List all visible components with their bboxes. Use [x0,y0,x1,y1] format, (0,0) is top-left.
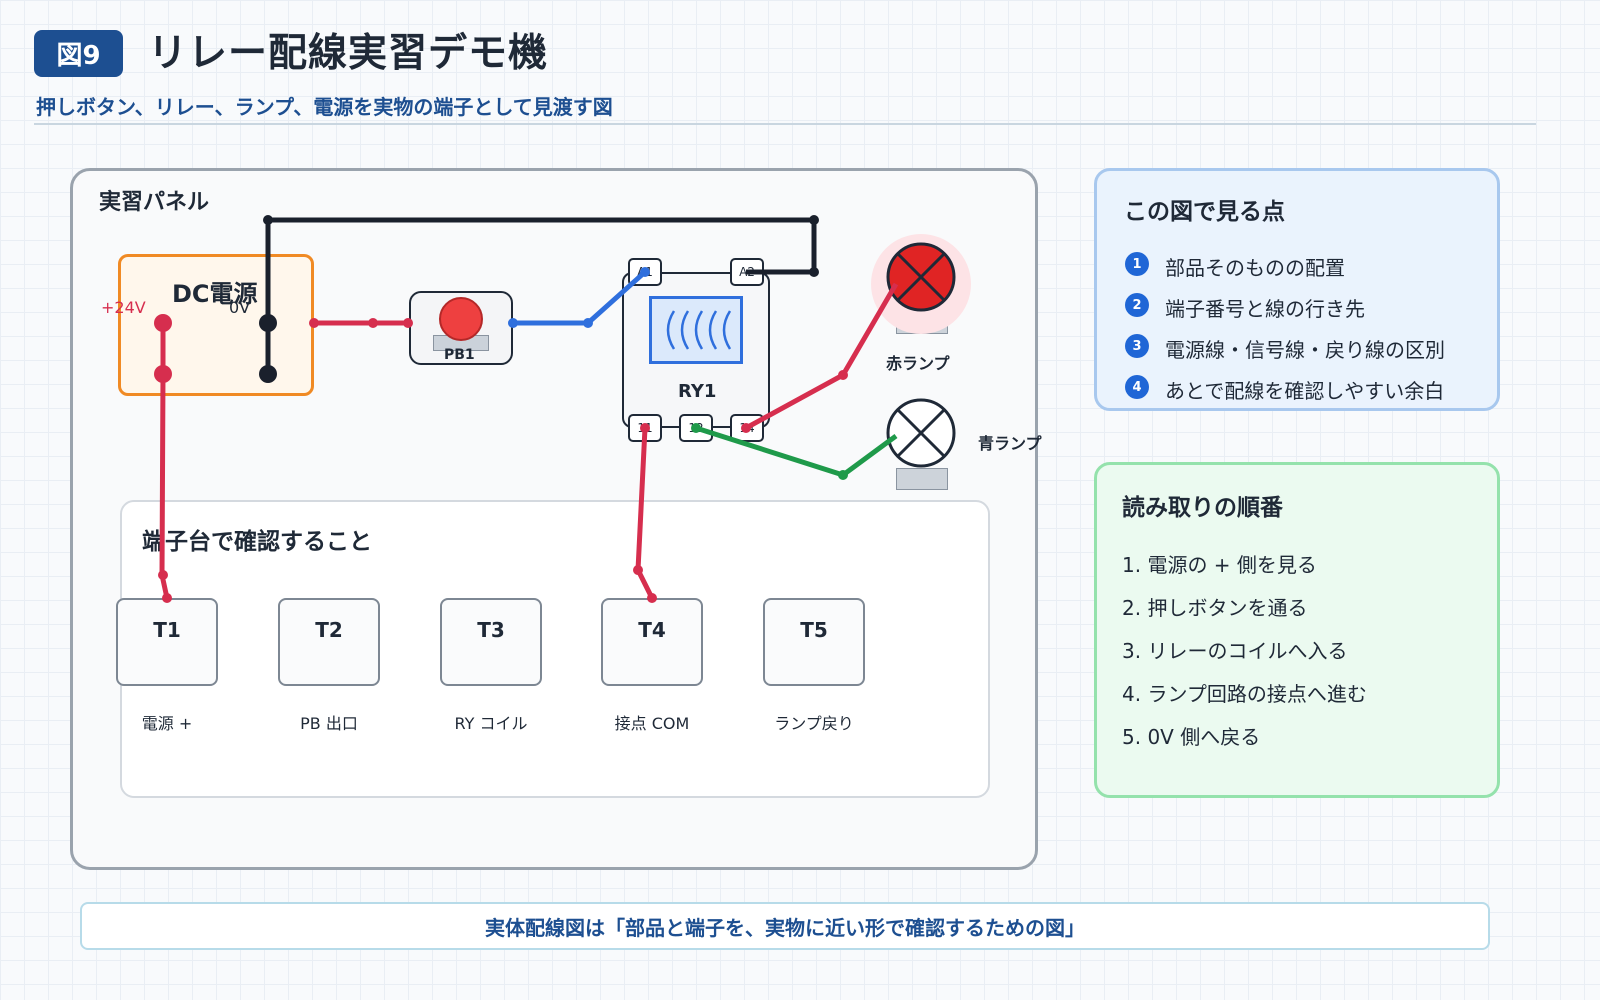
terminal-t5-caption: ランプ戻り [774,714,854,733]
wire-node [741,423,751,433]
wire-node [368,318,378,328]
look-point-number: 3 [1125,334,1149,358]
page-subtitle: 押しボタン、リレー、ランプ、電源を実物の端子として見渡す図 [36,95,613,119]
reading-order-step: 1. 電源の + 側を見る [1122,553,1317,577]
header-divider [34,123,1536,125]
terminal-t5: T5 [763,598,865,686]
terminal-t3: T3 [440,598,542,686]
terminal-t2: T2 [278,598,380,686]
look-point-item: あとで配線を確認しやすい余白 [1165,379,1445,403]
terminal-t4: T4 [601,598,703,686]
blue-lamp [886,398,956,468]
terminal-t1-caption: 電源 + [141,714,193,733]
wire-node [158,570,168,580]
wire-node [403,318,413,328]
figure-badge: 図9 [34,30,123,77]
look-point-number: 2 [1125,293,1149,317]
blue-lamp-base [896,468,948,490]
power-wire-psu-t1 [159,323,170,599]
psu-plus-terminal [154,314,172,332]
look-points-title: この図で見る点 [1124,199,1285,225]
red-lamp [886,242,956,312]
wire-node [162,593,172,603]
signal-wire-pb-relay [513,270,647,326]
reading-order-step: 4. ランプ回路の接点へ進む [1122,682,1367,706]
page-title: リレー配線実習デモ機 [148,31,549,76]
psu-plus-node [154,365,172,383]
wire-node [508,318,518,328]
psu-zero-label: 0V [229,298,251,317]
reading-order-step: 2. 押しボタンを通る [1122,596,1308,620]
terminal-block-area [120,500,990,798]
wire-node [809,267,819,277]
terminal-t4-caption: 接点 COM [614,714,690,733]
lamp-wire-relay-blue-lamp [695,425,898,478]
wire-node [838,470,848,480]
look-point-number: 4 [1125,375,1149,399]
wire-node [809,215,819,225]
wire-node [263,215,273,225]
panel-title: 実習パネル [99,190,210,215]
look-point-number: 1 [1125,252,1149,276]
power-wire-relay-red-lamp [744,282,899,431]
pushbutton-label: PB1 [444,347,475,363]
look-point-item: 端子番号と線の行き先 [1165,297,1365,321]
relay-coil-window [649,296,743,364]
wire-node [309,318,319,328]
terminal-t3-caption: RY コイル [454,714,528,733]
terminal-block-title: 端子台で確認すること [142,529,372,555]
reading-order-card [1094,462,1500,798]
reading-order-step: 3. リレーのコイルへ入る [1122,639,1348,663]
psu-0v-terminal [259,314,277,332]
red-lamp-label: 赤ランプ [886,354,950,373]
pushbutton-cap [439,297,483,341]
psu-0v-node [259,365,277,383]
psu-plus-label: +24V [101,298,146,317]
look-point-item: 部品そのものの配置 [1165,256,1345,280]
wire-node [838,370,848,380]
terminal-t2-caption: PB 出口 [300,714,358,733]
wire-node [640,267,650,277]
wire-node [633,565,643,575]
wire-node [640,423,650,433]
wire-node [583,318,593,328]
reading-order-title: 読み取りの順番 [1122,495,1283,521]
reading-order-step: 5. 0V 側へ戻る [1122,725,1261,749]
coil-icon [666,310,732,350]
wire-node [647,593,657,603]
look-points-card [1094,168,1500,411]
relay-label: RY1 [678,381,717,402]
footer-caption: 実体配線図は「部品と端子を、実物に近い形で確認するための図」 [80,902,1490,950]
look-point-item: 電源線・信号線・戻り線の区別 [1165,338,1445,362]
blue-lamp-label: 青ランプ [978,434,1042,453]
return-wire [265,217,817,374]
dc-power-supply-label: DC電源 [172,280,258,308]
terminal-t1: T1 [116,598,218,686]
wire-node [691,423,701,433]
